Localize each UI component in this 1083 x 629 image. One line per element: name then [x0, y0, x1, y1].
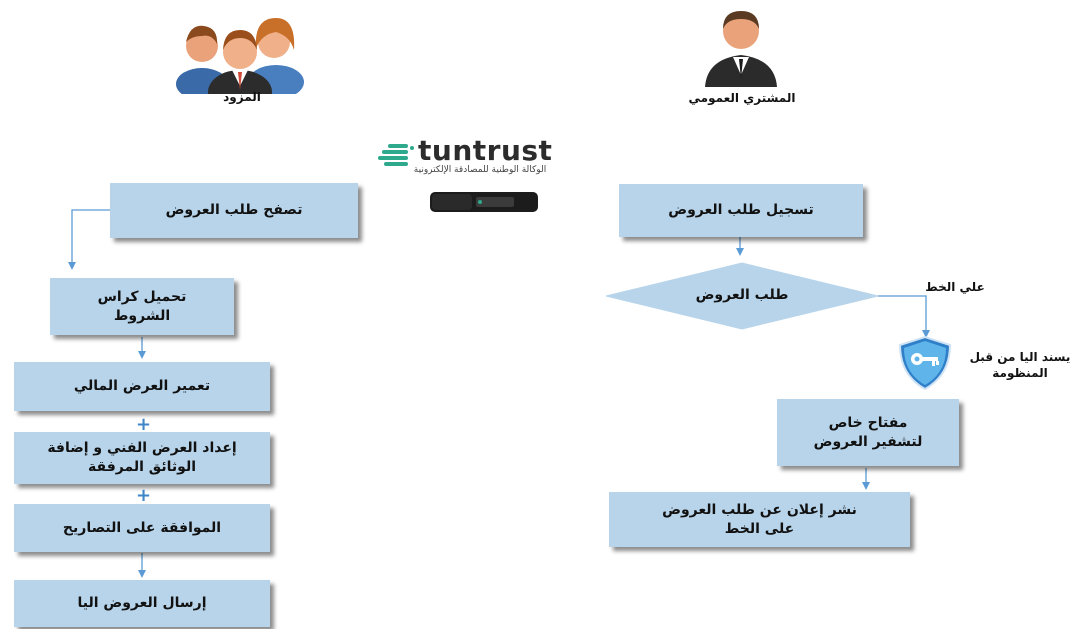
- technical-offer-line2: الوثائق المرفقة: [88, 459, 196, 475]
- publish-notice-line1: نشر إعلان عن طلب العروض: [662, 501, 857, 518]
- auto-assigned-line2: المنظومة: [992, 365, 1048, 380]
- download-specs-line1: تحميل كراس: [97, 288, 187, 305]
- supplier-label: المزود: [223, 90, 261, 104]
- auto-assigned-label: يسند اليا من قبل المنظومة: [960, 350, 1080, 381]
- approve-declarations-text: الموافقة على التصاريح: [62, 519, 222, 536]
- shield-key-icon: [898, 335, 952, 391]
- plus-sign-2: +: [136, 485, 152, 506]
- technical-offer-line1: إعداد العرض الفني و إضافة: [47, 440, 237, 457]
- online-label: علي الخط: [925, 280, 985, 294]
- financial-offer-text: تعمير العرض المالي: [73, 378, 211, 395]
- arrow-tender-to-shield: [878, 295, 930, 338]
- register-tender-text: تسجيل طلب العروض: [668, 202, 814, 219]
- arrow-browse-to-download: [68, 209, 110, 270]
- tuntrust-logo: [378, 144, 414, 166]
- auto-assigned-line1: يسند اليا من قبل: [969, 350, 1071, 364]
- private-key-box: مفتاح خاص لتشفير العروض: [777, 399, 959, 466]
- approve-declarations-box: الموافقة على التصاريح: [14, 504, 270, 552]
- usb-token-icon: [430, 192, 538, 212]
- private-key-line1: مفتاح خاص: [828, 414, 908, 431]
- buyer-label: المشتري العمومي: [688, 91, 796, 105]
- tender-diamond: [605, 262, 879, 330]
- download-specs-box: تحميل كراس الشروط: [50, 278, 234, 335]
- tender-diamond-label: طلب العروض: [695, 287, 789, 303]
- browse-tender-box: تصفح طلب العروض: [110, 183, 358, 238]
- logo-tagline: الوكالة الوطنية للمصادقة الإلكترونية: [413, 165, 547, 175]
- send-offers-text: إرسال العروض اليا: [77, 595, 207, 612]
- plus-sign-1: +: [136, 414, 152, 435]
- supplier-group-icon: [176, 18, 304, 94]
- technical-offer-box: إعداد العرض الفني و إضافة الوثائق المرفق…: [14, 432, 270, 484]
- download-specs-line2: الشروط: [113, 307, 171, 324]
- browse-tender-text: تصفح طلب العروض: [165, 202, 303, 219]
- logo-brand: tuntrust: [418, 134, 553, 167]
- register-tender-box: تسجيل طلب العروض: [619, 184, 863, 237]
- financial-offer-box: تعمير العرض المالي: [14, 362, 270, 411]
- publish-notice-line2: على الخط: [724, 520, 795, 537]
- buyer-person-icon: [705, 11, 777, 87]
- publish-notice-box: نشر إعلان عن طلب العروض على الخط: [609, 492, 910, 547]
- private-key-line2: لتشفير العروض: [813, 433, 923, 450]
- send-offers-box: إرسال العروض اليا: [14, 580, 270, 627]
